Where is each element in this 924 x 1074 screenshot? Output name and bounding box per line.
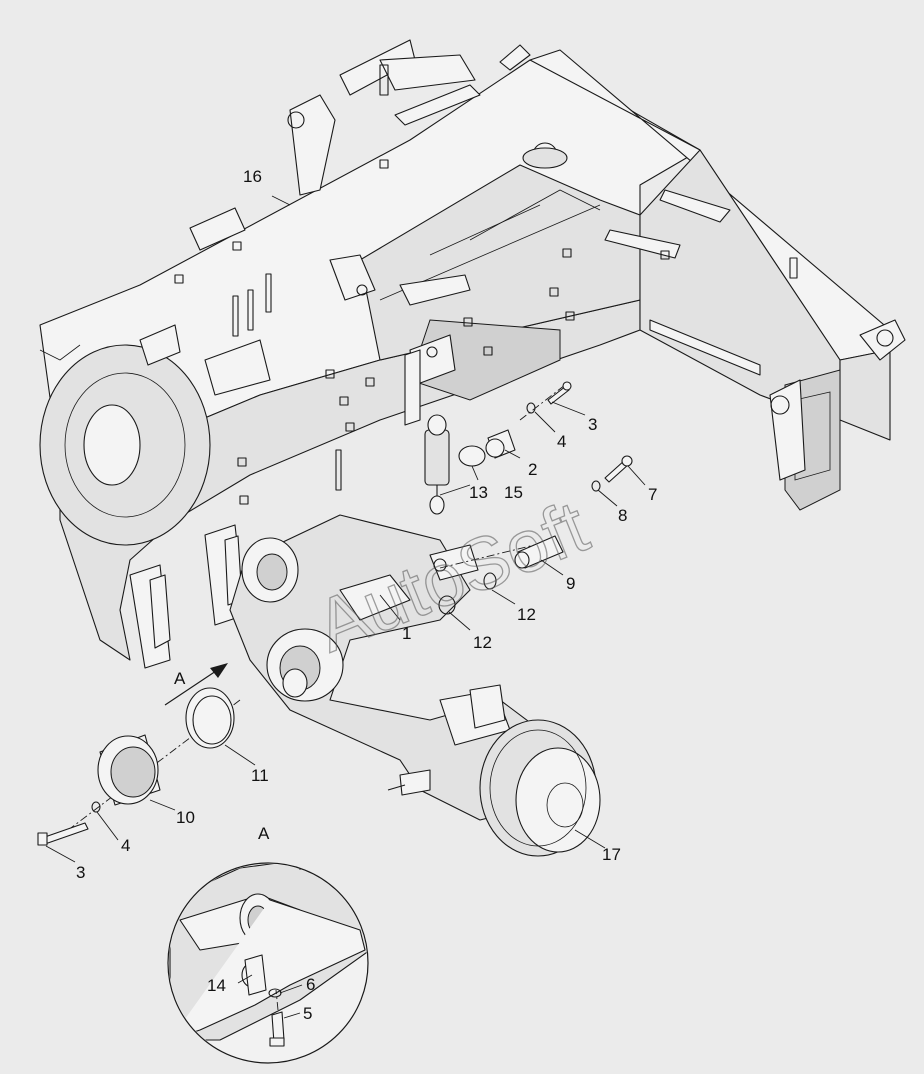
callout-12-lower: 12 bbox=[473, 633, 492, 652]
callout-12-upper: 12 bbox=[517, 605, 536, 624]
washer-8 bbox=[591, 480, 601, 492]
view-label-a: A bbox=[174, 669, 186, 688]
bushing-15 bbox=[458, 445, 486, 467]
bolt-3-left bbox=[41, 822, 89, 845]
leader-lines bbox=[45, 195, 646, 1019]
washer-4-right bbox=[526, 402, 536, 414]
detail-view-a bbox=[167, 862, 369, 1064]
main-frame bbox=[39, 39, 906, 669]
detail-label-a: A bbox=[258, 824, 270, 843]
callout-17: 17 bbox=[602, 845, 621, 864]
callout-9: 9 bbox=[566, 574, 575, 593]
callout-2: 2 bbox=[528, 460, 537, 479]
callout-13: 13 bbox=[469, 483, 488, 502]
ring-12-lower bbox=[438, 595, 456, 615]
callout-14: 14 bbox=[207, 976, 226, 995]
callout-8: 8 bbox=[618, 506, 627, 525]
watermark: AutoSoft bbox=[305, 484, 600, 667]
callout-5: 5 bbox=[303, 1004, 312, 1023]
callout-10: 10 bbox=[176, 808, 195, 827]
tie-rod-assembly bbox=[404, 334, 516, 515]
axle-assembly bbox=[229, 514, 601, 857]
callout-16: 16 bbox=[243, 167, 262, 186]
callout-1: 1 bbox=[402, 624, 411, 643]
callout-4-right: 4 bbox=[557, 432, 566, 451]
callout-11: 11 bbox=[251, 766, 269, 785]
callout-6: 6 bbox=[306, 975, 315, 994]
callout-4-left: 4 bbox=[121, 836, 130, 855]
callout-3-right: 3 bbox=[588, 415, 597, 434]
callout-7: 7 bbox=[648, 485, 657, 504]
callout-15: 15 bbox=[504, 483, 523, 502]
callout-3-left: 3 bbox=[76, 863, 85, 882]
ring-12-upper bbox=[483, 572, 497, 590]
washer-4-left bbox=[91, 801, 101, 813]
